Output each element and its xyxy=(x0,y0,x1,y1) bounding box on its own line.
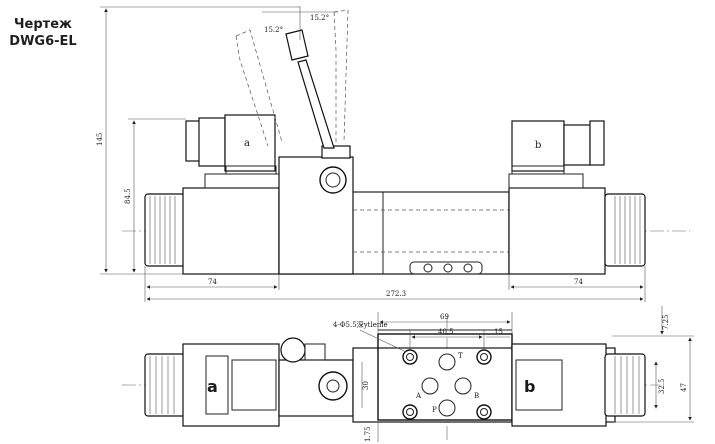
top-lever-housing xyxy=(278,359,354,417)
dim-40-5-label: 40.5 xyxy=(438,328,454,336)
side-lever-handle xyxy=(285,29,335,149)
dim-15-label: 15 xyxy=(494,328,503,336)
side-right-connector: b xyxy=(511,120,605,175)
drawing-title: Чертеж DWG6-EL xyxy=(0,16,86,50)
side-lever-pivot xyxy=(319,166,347,194)
port-a-label: A xyxy=(415,392,422,400)
port-b-label: B xyxy=(474,392,479,400)
dim-69-label: 69 xyxy=(440,313,449,321)
dim-left-30: 30 xyxy=(361,362,370,408)
side-right-solenoid-collar xyxy=(508,173,584,189)
top-right-solenoid xyxy=(511,343,607,427)
side-left-knurl-nut xyxy=(144,193,186,267)
top-lever-pivot xyxy=(318,371,348,401)
dim-272-3-label: 272.3 xyxy=(386,290,406,298)
side-left-solenoid-body xyxy=(182,187,280,275)
dim-145-label: 145 xyxy=(96,133,104,146)
dim-length-total: 272.3 xyxy=(146,290,644,301)
dim-47-label: 47 xyxy=(680,383,688,392)
dim-solenoid-left: 74 xyxy=(144,266,280,302)
top-left-knurl-nut xyxy=(144,353,186,417)
side-lever-phantom-right xyxy=(333,9,349,143)
dim-7-25-label: 7.25 xyxy=(662,314,670,330)
side-lever-base xyxy=(321,145,351,159)
dim-74-right-label: 74 xyxy=(574,278,583,286)
angle-left-label: 15.2° xyxy=(264,26,283,34)
hole-spec-label: 4-Φ5.5深ytleme xyxy=(333,320,388,329)
dim-bottom-1-75: 1.75 xyxy=(364,422,379,442)
port-t-label: T xyxy=(458,352,463,360)
side-left-connector: a xyxy=(185,114,277,175)
dim-height-total: 145 xyxy=(96,6,300,275)
side-view: a xyxy=(96,6,690,302)
port-p-label: P xyxy=(432,406,437,414)
dim-32-5-label: 32.5 xyxy=(658,378,666,394)
top-lever-knob xyxy=(280,337,306,363)
dim-solenoid-right: 74 xyxy=(508,266,646,302)
drawing-title-line2: DWG6-EL xyxy=(9,34,77,49)
side-lever-housing xyxy=(278,156,354,275)
side-right-knurl-nut xyxy=(604,193,646,267)
dim-74-left-label: 74 xyxy=(208,278,217,286)
side-solenoid-b-label: b xyxy=(535,140,541,151)
dim-84-5-label: 84.5 xyxy=(124,188,132,204)
top-solenoid-a-label: a xyxy=(207,377,218,396)
side-angle-dims: 15.2° 15.2° xyxy=(262,6,338,40)
dim-30-label: 30 xyxy=(362,381,370,390)
dim-right-vertical: 7.25 32.5 47 xyxy=(612,306,694,423)
dim-width-15: 15 xyxy=(486,328,510,338)
drawing-title-line1: Чертеж xyxy=(14,17,72,32)
angle-right-label: 15.2° xyxy=(310,14,329,22)
side-right-solenoid-body xyxy=(508,187,606,275)
dim-1-75-label: 1.75 xyxy=(364,426,372,442)
top-solenoid-b-label: b xyxy=(524,377,535,396)
side-solenoid-a-label: a xyxy=(244,138,250,149)
top-view: a A B P T b xyxy=(122,306,694,442)
side-left-solenoid-collar xyxy=(204,173,280,189)
dim-width-40-5: 40.5 xyxy=(409,328,485,350)
top-ports: A B P T xyxy=(415,352,479,417)
dim-width-69: 69 xyxy=(377,312,513,334)
top-right-knurl-nut xyxy=(604,353,646,417)
dim-hole-spec: 4-Φ5.5深ytleme xyxy=(333,320,407,353)
side-lever-phantom-left xyxy=(235,29,283,147)
side-bottom-ports xyxy=(409,261,483,275)
dim-height-axis: 84.5 xyxy=(124,118,186,273)
top-left-solenoid xyxy=(182,343,280,427)
